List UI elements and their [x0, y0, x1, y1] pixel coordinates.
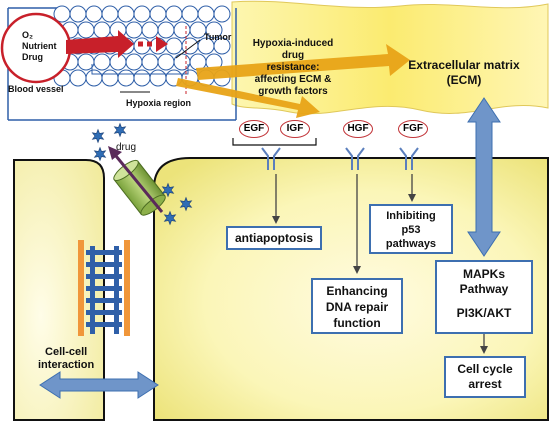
cell-cell-label: Cell-cell interaction — [38, 346, 95, 371]
ecm-mapks-arrow — [467, 97, 501, 257]
pi3k-label: PI3K/AKT — [456, 306, 512, 320]
tumor-cell — [85, 69, 103, 87]
tumor-label: Tumor — [204, 32, 232, 42]
drug-molecule — [93, 146, 107, 162]
tumor-cell — [197, 5, 215, 23]
tumor-cell — [181, 5, 199, 23]
drug-molecule — [179, 196, 193, 212]
drug-molecule — [161, 182, 175, 198]
orange-arrow-ecm — [196, 44, 410, 80]
ecm-label: Extracellular matrix (ECM) — [408, 58, 520, 87]
tumor-cell — [205, 21, 223, 39]
hgf-oval: HGF — [343, 120, 373, 138]
hypoxia-region-label: Hypoxia region — [126, 98, 192, 108]
cell-cell-arrow — [39, 371, 159, 399]
tumor-cell — [69, 5, 87, 23]
tumor-cell — [101, 69, 119, 87]
o2-label: O₂ — [22, 30, 33, 40]
tumor-cell — [213, 5, 231, 23]
left-cell — [13, 159, 105, 421]
p53-box: Inhibiting p53 pathways — [369, 204, 453, 254]
blood-vessel-label: Blood vessel — [8, 84, 64, 94]
tumor-cell — [141, 53, 159, 71]
dna-repair-box: Enhancing DNA repair function — [311, 278, 403, 334]
drug-inset-label: Drug — [22, 52, 43, 62]
tumor-cell — [173, 21, 191, 39]
nutrient-label: Nutrient — [22, 41, 57, 51]
mapks-box: MAPKs Pathway PI3K/AKT — [435, 260, 533, 334]
tumor-cell — [69, 69, 87, 87]
tumor-cell — [85, 5, 103, 23]
tumor-cell — [165, 37, 183, 55]
tumor-cell — [125, 21, 143, 39]
drug-molecule — [163, 210, 177, 226]
drug-label: drug — [116, 142, 137, 153]
tumor-cell — [149, 5, 167, 23]
cell-junction — [78, 240, 130, 336]
tumor-cell — [133, 5, 151, 23]
tumor-cell — [141, 21, 159, 39]
drug-molecules — [91, 122, 193, 226]
cell-cycle-box: Cell cycle arrest — [444, 356, 526, 398]
fgf-oval: FGF — [398, 120, 428, 138]
tumor-cell — [93, 53, 111, 71]
receptors — [261, 147, 419, 170]
tumor-cell — [93, 21, 111, 39]
tumor-cell — [77, 21, 95, 39]
tumor-cell — [133, 69, 151, 87]
drug-molecule — [113, 122, 127, 138]
igf-oval: IGF — [280, 120, 310, 138]
tumor-inset — [0, 5, 237, 121]
tumor-cell — [157, 53, 175, 71]
egf-oval: EGF — [239, 120, 269, 138]
tumor-cell — [165, 5, 183, 23]
tumor-cell — [117, 69, 135, 87]
tumor-cell — [125, 53, 143, 71]
orange-arrow-cell — [176, 78, 320, 118]
tumor-cell — [213, 37, 231, 55]
tumor-cell — [157, 21, 175, 39]
tumor-cell — [101, 5, 119, 23]
drug-molecule — [91, 128, 105, 144]
resistance-text: Hypoxia-induced drug resistance: affecti… — [252, 38, 334, 97]
tumor-cell — [117, 5, 135, 23]
tumor-cell — [149, 69, 167, 87]
antiapoptosis-box: antiapoptosis — [226, 226, 322, 250]
